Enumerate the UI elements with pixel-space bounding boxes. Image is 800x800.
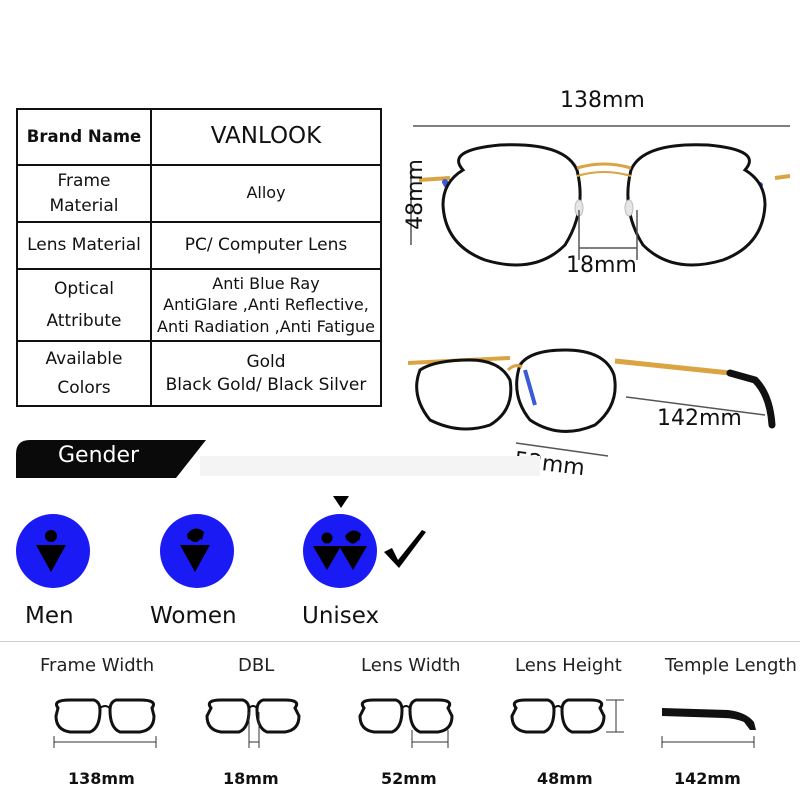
glasses-front-view: [410, 125, 791, 267]
size-title-lens-height: Lens Height: [515, 655, 622, 676]
unisex-label: Unisex: [302, 603, 380, 629]
women-option[interactable]: [160, 514, 234, 588]
unisex-option[interactable]: [303, 514, 377, 588]
frame-material-label: Frame Material: [18, 166, 152, 221]
temple-label: 142mm: [657, 406, 742, 431]
spec-row-colors: Available Colors Gold Black Gold/ Black …: [18, 342, 380, 405]
gender-banner: [16, 440, 206, 478]
colors-value: Gold Black Gold/ Black Silver: [165, 352, 367, 395]
frame-material-value: Alloy: [246, 183, 286, 203]
women-icon: [180, 528, 210, 572]
size-title-temple-length: Temple Length: [665, 655, 797, 676]
lens-material-value: PC/ Computer Lens: [184, 235, 348, 256]
selected-arrow-icon: [333, 496, 349, 508]
size-value-lens-width: 52mm: [381, 769, 437, 788]
unisex-icon: [313, 530, 367, 570]
men-label: Men: [25, 603, 74, 629]
frame-width-diagram-icon: [53, 698, 157, 748]
women-label: Women: [150, 603, 237, 629]
dbl-diagram-icon: [205, 698, 301, 748]
size-value-dbl: 18mm: [223, 769, 279, 788]
size-value-frame-width: 138mm: [68, 769, 135, 788]
lens-material-label: Lens Material: [18, 223, 152, 268]
spec-row-lens-material: Lens Material PC/ Computer Lens: [18, 223, 380, 270]
size-value-temple-length: 142mm: [674, 769, 741, 788]
size-title-dbl: DBL: [238, 655, 275, 676]
section-divider: [0, 641, 800, 642]
size-value-lens-height: 48mm: [537, 769, 593, 788]
spec-row-brand: Brand Name VANLOOK: [18, 110, 380, 166]
size-title-frame-width: Frame Width: [40, 655, 155, 676]
brand-value: VANLOOK: [210, 123, 322, 150]
spec-row-frame-material: Frame Material Alloy: [18, 166, 380, 223]
glasses-side-view: [407, 348, 776, 457]
men-icon: [36, 530, 66, 572]
lens-height-diagram-icon: [510, 698, 624, 734]
spec-row-optical: Optical Attribute Anti Blue Ray AntiGlar…: [18, 270, 380, 342]
brand-label: Brand Name: [18, 110, 152, 164]
gender-banner-bg: [200, 456, 540, 476]
lens-width-diagram-icon: [358, 698, 454, 748]
optical-value: Anti Blue Ray AntiGlare ,Anti Reflective…: [157, 273, 375, 336]
bridge-label: 18mm: [566, 253, 637, 278]
temple-length-diagram-icon: [661, 708, 756, 748]
lens-height-label: 48mm: [402, 159, 428, 230]
gender-title: Gender: [58, 443, 140, 468]
colors-label: Available Colors: [18, 342, 152, 405]
size-title-lens-width: Lens Width: [361, 655, 461, 676]
checkmark-icon: [384, 530, 426, 568]
optical-label: Optical Attribute: [18, 270, 152, 340]
men-option[interactable]: [16, 514, 90, 588]
spec-table: Brand Name VANLOOK Frame Material Alloy …: [16, 108, 382, 407]
frame-width-label: 138mm: [560, 88, 645, 113]
